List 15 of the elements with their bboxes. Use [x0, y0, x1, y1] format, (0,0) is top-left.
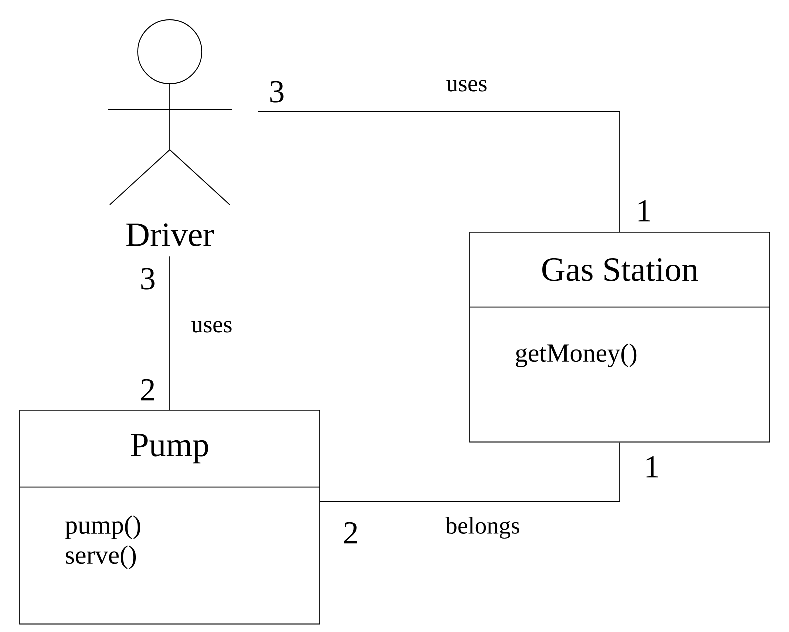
actor-figure-drawing: [108, 20, 232, 206]
class-box: Pump pump() serve(): [20, 410, 320, 625]
multiplicity: 2: [344, 522, 358, 544]
actor-name: Driver: [126, 224, 214, 246]
association-line: [258, 112, 620, 232]
edge-label: uses: [190, 320, 234, 334]
multiplicity: 1: [638, 200, 650, 222]
class-box: Gas Station getMoney(): [470, 232, 770, 443]
edge-label: uses: [445, 79, 489, 93]
edge-label: belongs: [444, 516, 522, 540]
multiplicity: 3: [270, 81, 284, 103]
multiplicity: 1: [646, 456, 658, 478]
multiplicity: 3: [142, 268, 155, 290]
association-line: [320, 442, 620, 502]
multiplicity: 2: [141, 379, 154, 401]
